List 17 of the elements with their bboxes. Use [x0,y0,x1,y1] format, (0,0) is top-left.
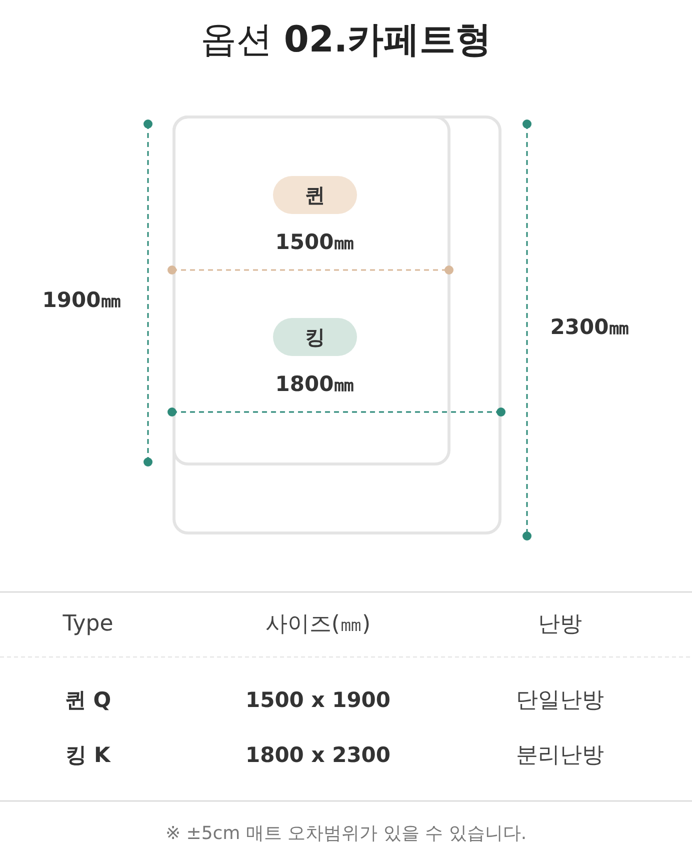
dimension-label: 2300㎜ [550,314,630,341]
column-header: 난방 [538,611,582,639]
title: 옵션 02.카페트형 [200,18,492,62]
table-cell: 1800 x 2300 [245,743,391,767]
table-cell-text: 단일난방 [516,687,604,715]
size-badge: 킹 [273,318,357,356]
table-cell-text: 퀸 Q [64,687,112,714]
table-cell: 1500 x 1900 [245,688,391,712]
dimension-label: 1800㎜ [275,371,355,398]
column-header: 사이즈(㎜) [265,611,371,639]
dimension-label: 1900㎜ [42,287,122,314]
footnote: ※ ±5cm 매트 오차범위가 있을 수 있습니다. [165,822,527,845]
dimension-label: 1500㎜ [275,229,355,256]
table-cell-text: 킹 K [66,742,110,769]
column-header: Type [62,612,114,636]
table-cell-text: 분리난방 [516,742,604,770]
size-badge: 퀸 [273,176,357,214]
